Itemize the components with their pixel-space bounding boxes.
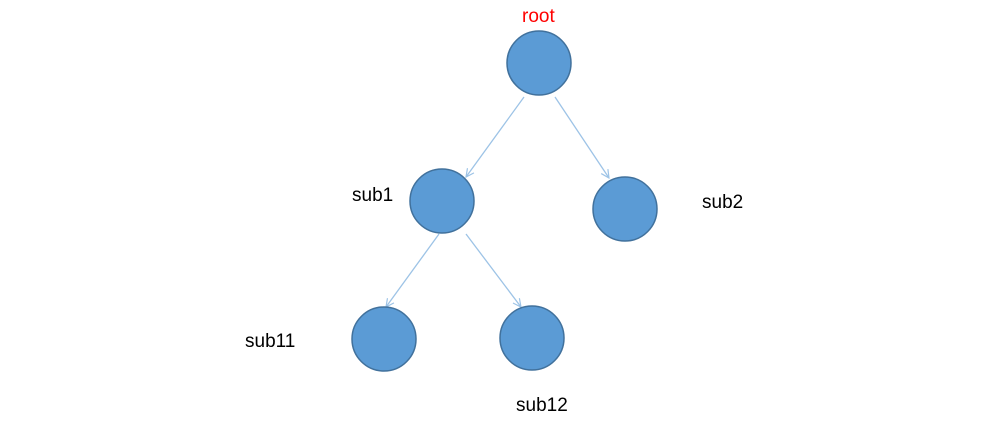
node-sub1 (409, 168, 475, 234)
label-sub1: sub1 (352, 185, 393, 206)
node-root (506, 30, 572, 96)
edge-sub1-sub11 (386, 233, 440, 307)
label-sub2: sub2 (702, 192, 743, 213)
label-sub12: sub12 (516, 395, 568, 416)
node-sub11 (351, 306, 417, 372)
node-sub12 (499, 305, 565, 371)
edge-root-sub2 (554, 96, 609, 178)
label-root: root (522, 6, 555, 27)
label-sub11: sub11 (245, 331, 295, 352)
edge-root-sub1 (466, 96, 525, 177)
edge-sub1-sub12 (465, 233, 521, 307)
node-sub2 (592, 176, 658, 242)
